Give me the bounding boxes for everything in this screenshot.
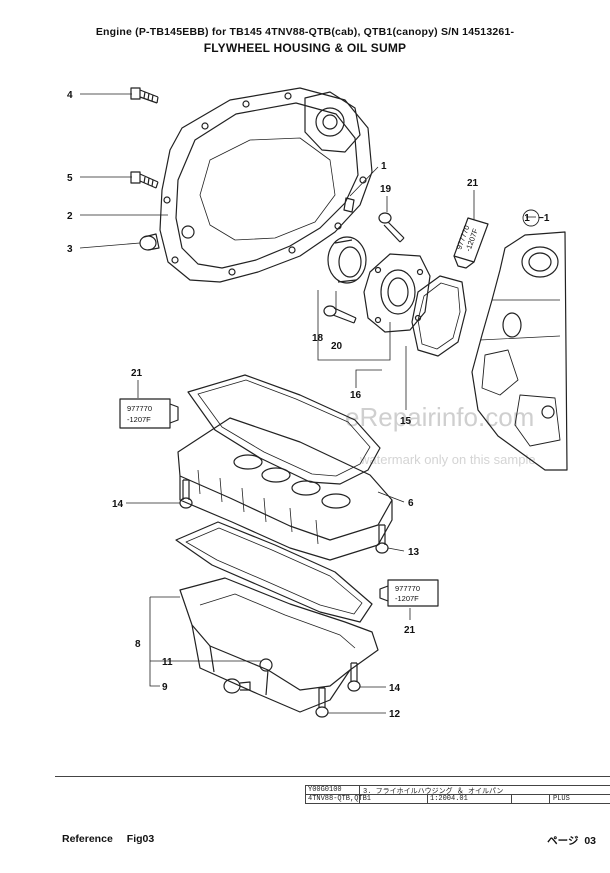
engine-block-drawing xyxy=(471,231,568,471)
footer-fig: Fig03 xyxy=(126,833,155,845)
callout-18: 18 xyxy=(312,333,324,344)
sealant-label-top: 977770 -1207F xyxy=(454,224,480,253)
gasket-15-drawing xyxy=(411,275,467,357)
callout-1-ref: 1 xyxy=(524,213,530,224)
bolt-4-drawing xyxy=(130,87,159,104)
bolt-12-drawing xyxy=(315,687,329,718)
title-block-date: 1:2004.01 xyxy=(430,795,468,803)
callout-3: 3 xyxy=(67,244,73,255)
flywheel-housing-drawing xyxy=(159,87,373,283)
sealant-label-left: 977770 -1207F xyxy=(127,404,152,424)
callout-15: 15 xyxy=(400,416,412,427)
callout-19: 19 xyxy=(380,184,392,195)
drain-plug-drawing xyxy=(223,678,251,694)
svg-text:977770: 977770 xyxy=(395,584,420,593)
watermark-site: eRepairinfo.com xyxy=(345,402,534,432)
oil-pan-adapter-drawing xyxy=(177,417,393,561)
callout-9: 9 xyxy=(162,682,168,693)
footer-page-label: ページ xyxy=(547,835,579,847)
title-block-code: Y00G0100 xyxy=(308,786,342,794)
callout-14-upper: 14 xyxy=(112,499,124,510)
callout-14-lower: 14 xyxy=(389,683,401,694)
oil-pan-drawing xyxy=(179,577,379,713)
callout-21-top: 21 xyxy=(467,178,479,189)
oil-pan-gasket-lower-drawing xyxy=(175,521,373,623)
callout-6: 6 xyxy=(408,498,414,509)
title-block-mark: PLUS xyxy=(553,795,570,803)
callout-8: 8 xyxy=(135,639,141,650)
title-block: Y00G0100 4TNV88-QTB,QTB1 3. フライホイルハウジング … xyxy=(55,776,610,806)
footer-page-number: 03 xyxy=(584,835,596,847)
bolt-14-lower-drawing xyxy=(347,662,361,692)
page-title-model-line: Engine (P-TB145EBB) for TB145 4TNV88-QTB… xyxy=(95,26,515,38)
oil-seal-drawing xyxy=(327,236,367,284)
callout-12: 12 xyxy=(389,709,401,720)
sealant-tube-left-drawing xyxy=(119,398,179,429)
sealant-tube-top-drawing xyxy=(453,217,489,269)
reference-circle xyxy=(522,209,540,227)
callout-2: 2 xyxy=(67,211,73,222)
bolt-20-drawing xyxy=(323,305,357,324)
callout-11: 11 xyxy=(162,657,173,668)
sealant-label-lower: 977770 -1207F xyxy=(395,584,420,603)
leader-lines xyxy=(79,93,536,714)
callout-20: 20 xyxy=(331,341,343,352)
footer-reference-label: Reference xyxy=(62,833,113,845)
bolt-5-drawing xyxy=(130,171,159,189)
plug-3-drawing xyxy=(139,233,160,251)
page-title-section: FLYWHEEL HOUSING & OIL SUMP xyxy=(203,41,407,55)
footer-reference: Reference Fig03 xyxy=(62,833,168,845)
callout-4: 4 xyxy=(67,90,73,101)
callout-16: 16 xyxy=(350,390,362,401)
callout-ref-dash: −1 xyxy=(538,213,550,224)
oil-pan-gasket-upper-drawing xyxy=(187,374,381,485)
svg-text:-1207F: -1207F xyxy=(395,594,419,603)
svg-text:-1207F: -1207F xyxy=(127,415,151,424)
callout-21-left: 21 xyxy=(131,368,143,379)
sealant-tube-lower-drawing xyxy=(379,579,439,607)
callout-5: 5 xyxy=(67,173,73,184)
dowel-pin-drawing xyxy=(343,197,355,213)
footer-page: ページ 03 xyxy=(547,833,596,848)
svg-text:977770: 977770 xyxy=(127,404,152,413)
title-block-model: 4TNV88-QTB,QTB1 xyxy=(308,795,372,803)
callout-1: 1 xyxy=(381,161,387,172)
oil-seal-case-drawing xyxy=(363,253,431,333)
title-block-section: 3. フライホイルハウジング ＆ オイルパン xyxy=(363,788,504,796)
callout-13: 13 xyxy=(408,547,420,558)
bolt-19-drawing xyxy=(378,212,405,243)
callout-21-lower: 21 xyxy=(404,625,416,636)
watermark-note: watermark only on this sample xyxy=(359,452,536,467)
